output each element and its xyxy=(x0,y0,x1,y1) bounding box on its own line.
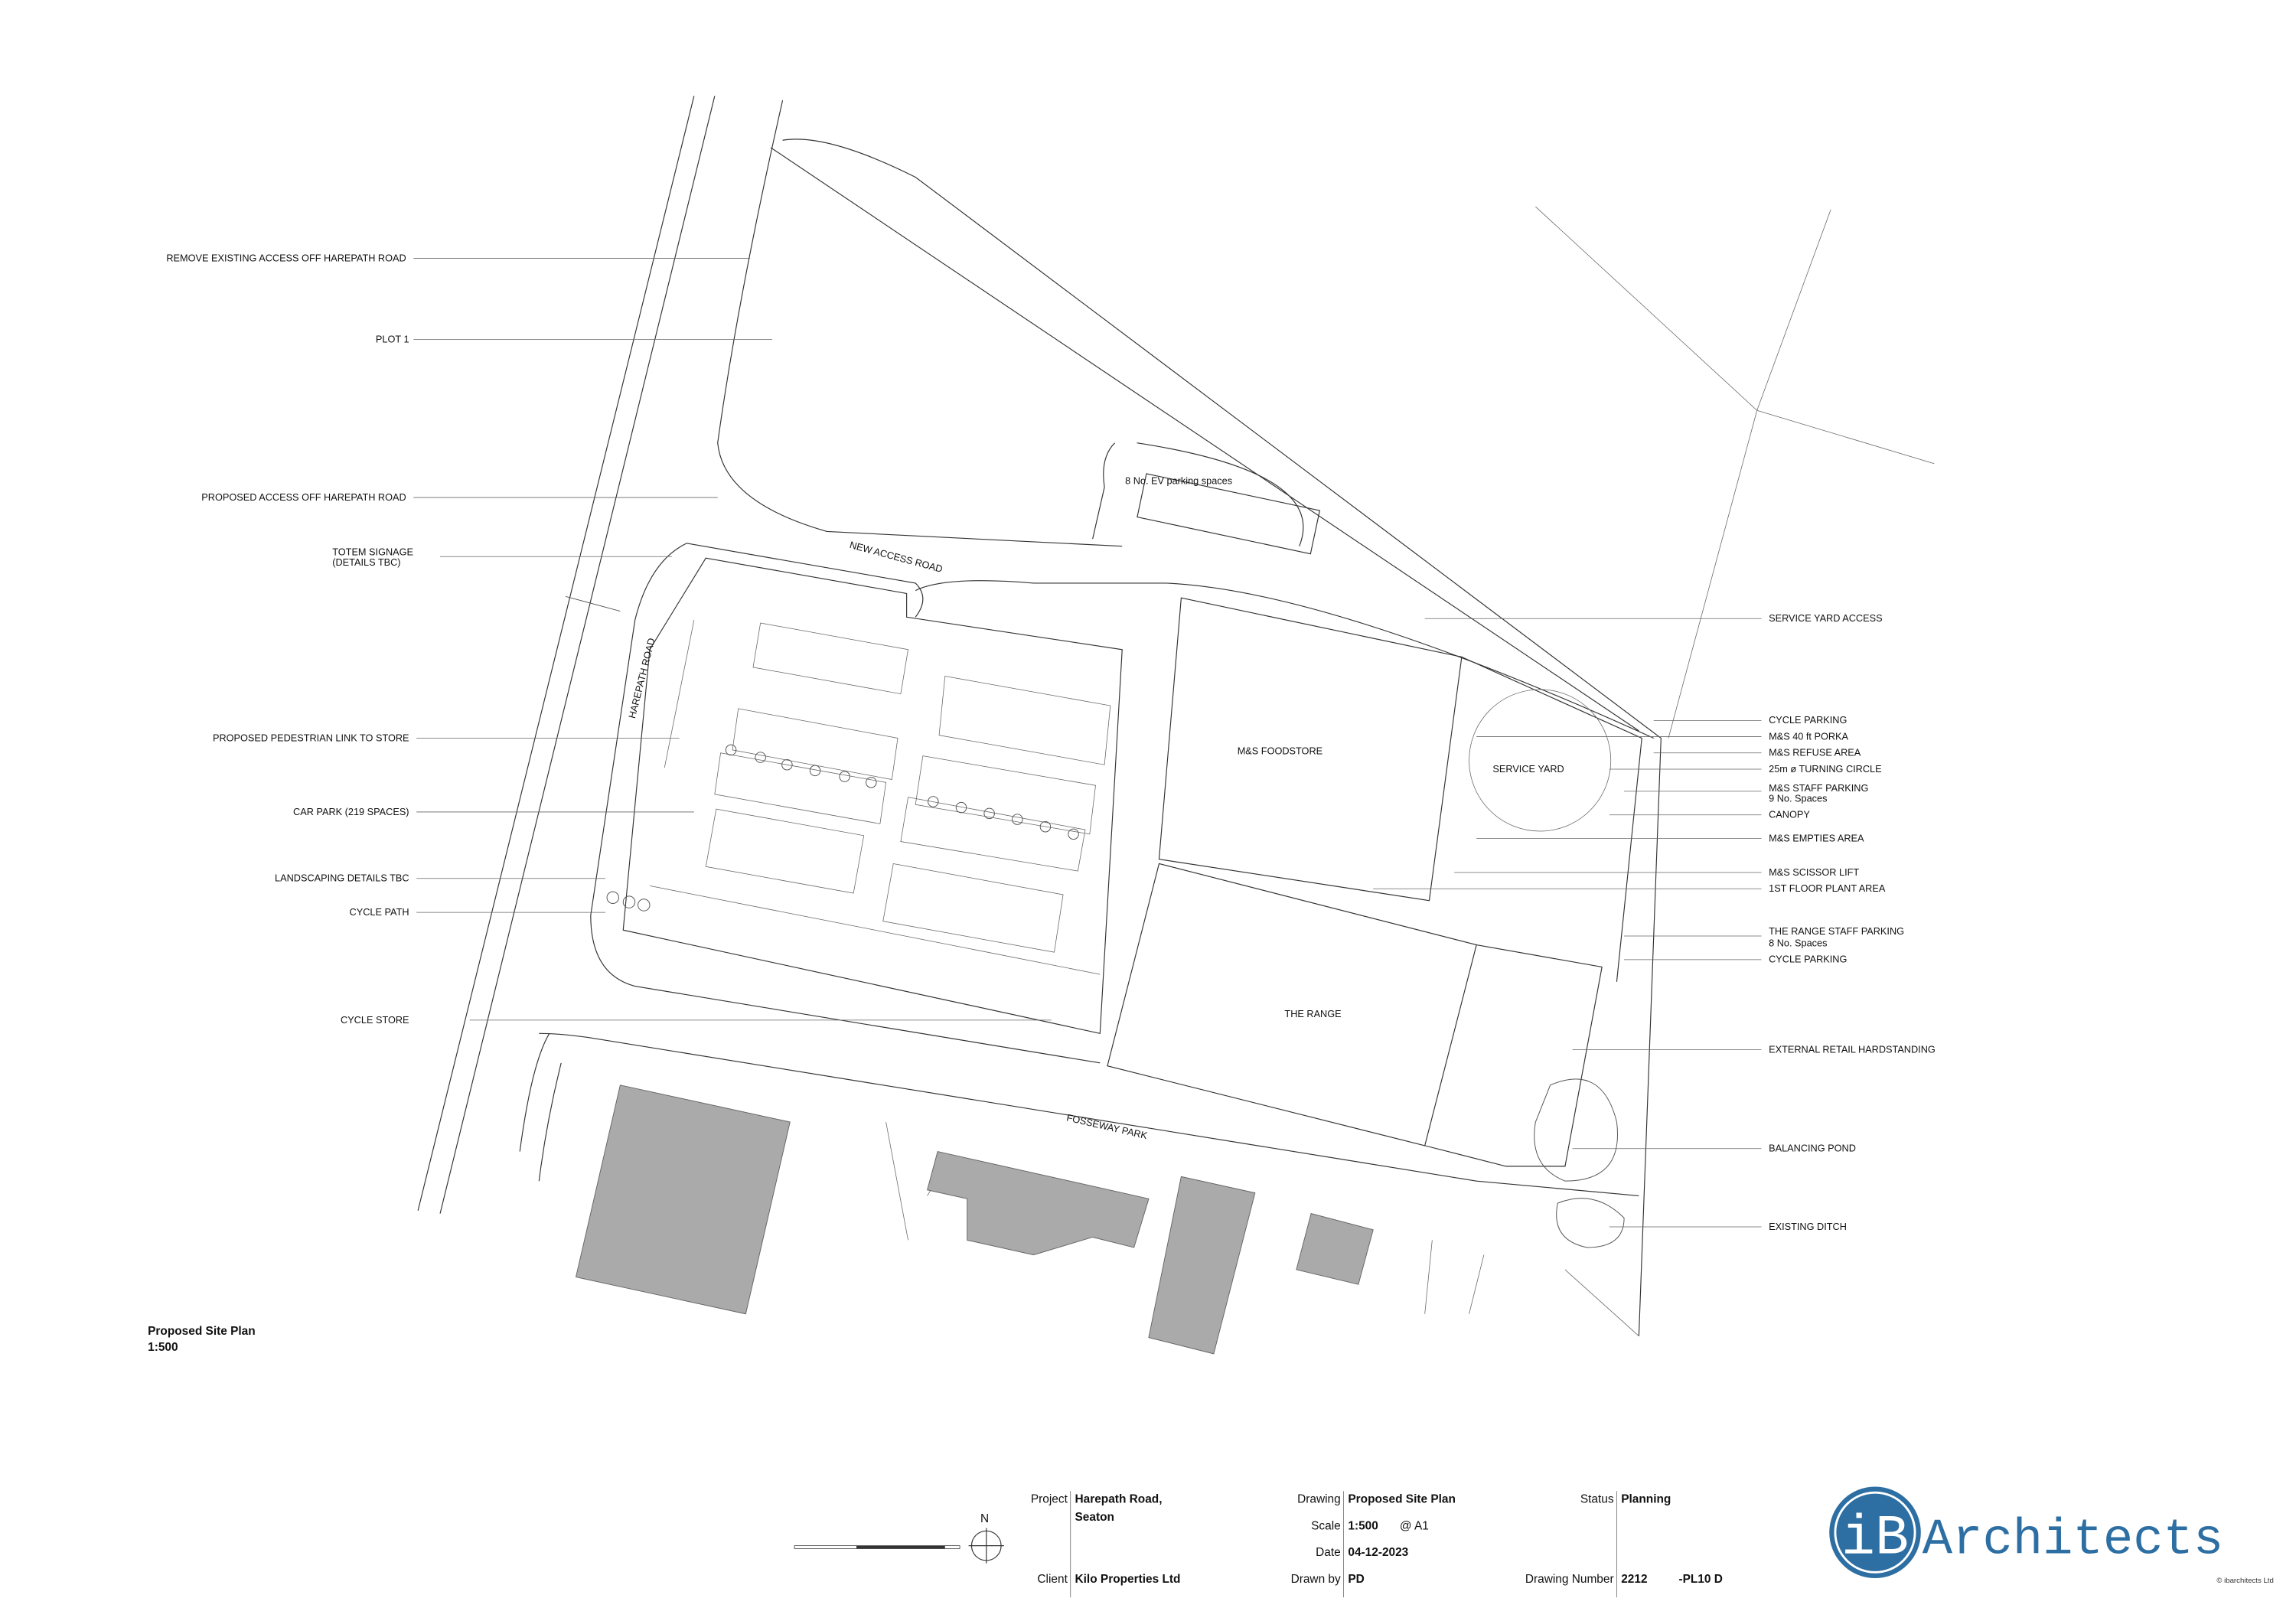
status-value: Planning xyxy=(1621,1493,1671,1506)
drawing-label: Drawing xyxy=(1297,1493,1341,1506)
range-outline xyxy=(1107,863,1477,1146)
callout-car-park: CAR PARK (219 SPACES) xyxy=(293,806,409,817)
date-value: 04-12-2023 xyxy=(1348,1546,1408,1559)
copyright: © ibarchitects Ltd xyxy=(2216,1577,2274,1585)
logo-name: Architects xyxy=(1923,1511,2224,1568)
neighbouring-buildings xyxy=(575,1084,1374,1355)
project-value-1: Harepath Road, xyxy=(1075,1493,1163,1506)
car-park-outline xyxy=(622,557,1123,1034)
service-yard-label: SERVICE YARD xyxy=(1492,763,1564,775)
callout-balancing-pond: BALANCING POND xyxy=(1769,1143,1856,1154)
new-access-road-label: NEW ACCESS ROAD xyxy=(849,539,944,575)
date-label: Date xyxy=(1316,1546,1341,1559)
project-label: Project xyxy=(1031,1493,1068,1506)
scale-bar xyxy=(794,1545,960,1549)
ev-parking-bay xyxy=(1137,473,1321,555)
callout-existing-ditch: EXISTING DITCH xyxy=(1769,1221,1847,1232)
callout-service-yard-access: SERVICE YARD ACCESS xyxy=(1769,612,1882,624)
callout-refuse-area: M&S REFUSE AREA xyxy=(1769,747,1861,758)
drawing-number-value: 2212 xyxy=(1621,1573,1647,1586)
callout-scissor-lift: M&S SCISSOR LIFT xyxy=(1769,866,1859,878)
callout-empties-area: M&S EMPTIES AREA xyxy=(1769,833,1864,844)
callout-proposed-access: PROPOSED ACCESS OFF HAREPATH ROAD xyxy=(201,491,406,503)
foodstore-label: M&S FOODSTORE xyxy=(1238,745,1322,757)
callout-canopy: CANOPY xyxy=(1769,809,1810,820)
callout-hardstanding: EXTERNAL RETAIL HARDSTANDING xyxy=(1769,1043,1936,1055)
foodstore-outline xyxy=(1158,597,1463,902)
callout-turning-circle: 25m ø TURNING CIRCLE xyxy=(1769,763,1881,775)
callout-pedestrian-link: PROPOSED PEDESTRIAN LINK TO STORE xyxy=(213,732,409,743)
callout-cycle-parking: CYCLE PARKING xyxy=(1769,714,1847,726)
drawn-by-label: Drawn by xyxy=(1291,1573,1341,1586)
callout-porka: M&S 40 ft PORKA xyxy=(1769,730,1848,742)
right-callouts: SERVICE YARD ACCESS CYCLE PARKING M&S 40… xyxy=(1373,612,1936,1232)
callout-ms-staff-parking-sub: 9 No. Spaces xyxy=(1769,792,1827,804)
callout-cycle-parking-2: CYCLE PARKING xyxy=(1769,954,1847,965)
turning-circle xyxy=(1469,689,1612,832)
logo-mark: iB xyxy=(1841,1507,1909,1570)
plan-scale: 1:500 xyxy=(148,1341,178,1354)
callout-cycle-path: CYCLE PATH xyxy=(350,906,409,918)
north-label: N xyxy=(980,1512,989,1525)
client-value: Kilo Properties Ltd xyxy=(1075,1573,1181,1586)
revision-value: -PL10 D xyxy=(1678,1573,1722,1586)
callout-plot-1: PLOT 1 xyxy=(376,334,409,345)
callout-plant-area: 1ST FLOOR PLANT AREA xyxy=(1769,882,1886,894)
ib-architects-logo: iB Architects © ibarchitects Ltd xyxy=(1829,1486,2274,1585)
scale-value: 1:500 xyxy=(1348,1519,1378,1532)
status-label: Status xyxy=(1580,1493,1614,1506)
paper-size: @ A1 xyxy=(1400,1519,1429,1532)
title-block: Project Harepath Road, Seaton Client Kil… xyxy=(1031,1491,1723,1598)
scale-label: Scale xyxy=(1311,1519,1341,1532)
callout-ms-staff-parking: M&S STAFF PARKING xyxy=(1769,782,1868,794)
project-value-2: Seaton xyxy=(1075,1511,1114,1524)
callout-totem-signage-sub: (DETAILS TBC) xyxy=(332,556,400,568)
callout-totem-signage: TOTEM SIGNAGE xyxy=(332,546,413,557)
plan-title: Proposed Site Plan xyxy=(148,1325,256,1338)
callout-range-staff-parking: THE RANGE STAFF PARKING xyxy=(1769,925,1904,937)
drawing-value: Proposed Site Plan xyxy=(1348,1493,1456,1506)
callout-landscaping: LANDSCAPING DETAILS TBC xyxy=(275,872,409,884)
callout-range-staff-parking-sub: 8 No. Spaces xyxy=(1769,937,1827,948)
callout-remove-access: REMOVE EXISTING ACCESS OFF HAREPATH ROAD xyxy=(166,252,406,263)
range-label: THE RANGE xyxy=(1284,1008,1341,1019)
hardstanding-outline xyxy=(1424,656,1642,1167)
left-callouts: REMOVE EXISTING ACCESS OFF HAREPATH ROAD… xyxy=(166,252,1052,1026)
drawn-by-value: PD xyxy=(1348,1573,1364,1586)
north-arrow-icon xyxy=(968,1528,1004,1564)
ev-parking-label: 8 No. EV parking spaces xyxy=(1125,475,1232,487)
client-label: Client xyxy=(1037,1573,1068,1586)
callout-cycle-store: CYCLE STORE xyxy=(341,1014,409,1026)
drawing-number-label: Drawing Number xyxy=(1525,1573,1614,1586)
trees xyxy=(606,744,1079,912)
